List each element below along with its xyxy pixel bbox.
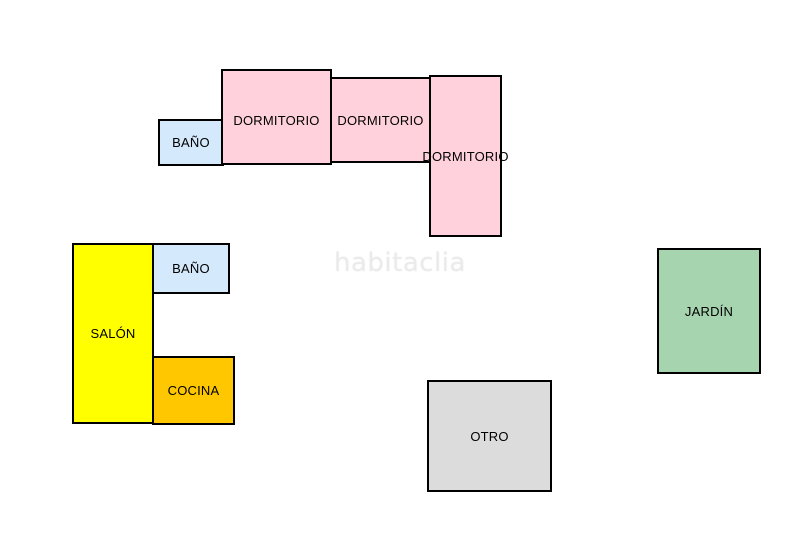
room-salon: SALÓN [72,243,154,424]
room-label-otro: OTRO [470,428,509,444]
room-label-dormitorio-1: DORMITORIO [233,113,320,128]
room-cocina: COCINA [152,356,235,425]
room-dormitorio-1: DORMITORIO [221,69,332,165]
room-dormitorio-3: DORMITORIO [422,75,508,237]
room-bano-top: BAÑO [158,119,224,166]
room-label-bano-left: BAÑO [172,261,210,276]
room-otro: OTRO [427,380,552,492]
room-bano-left: BAÑO [152,243,230,294]
room-label-jardin: JARDÍN [684,303,734,319]
room-jardin: JARDÍN [657,248,761,374]
room-label-dormitorio-2: DORMITORIO [337,112,424,128]
watermark-logo: habitaclia [334,248,466,278]
room-label-dormitorio-3: DORMITORIO [422,148,509,164]
room-label-bano-top: BAÑO [172,135,210,150]
room-dormitorio-2: DORMITORIO [330,77,431,163]
room-label-salon: SALÓN [90,326,136,341]
room-label-cocina: COCINA [167,383,220,398]
